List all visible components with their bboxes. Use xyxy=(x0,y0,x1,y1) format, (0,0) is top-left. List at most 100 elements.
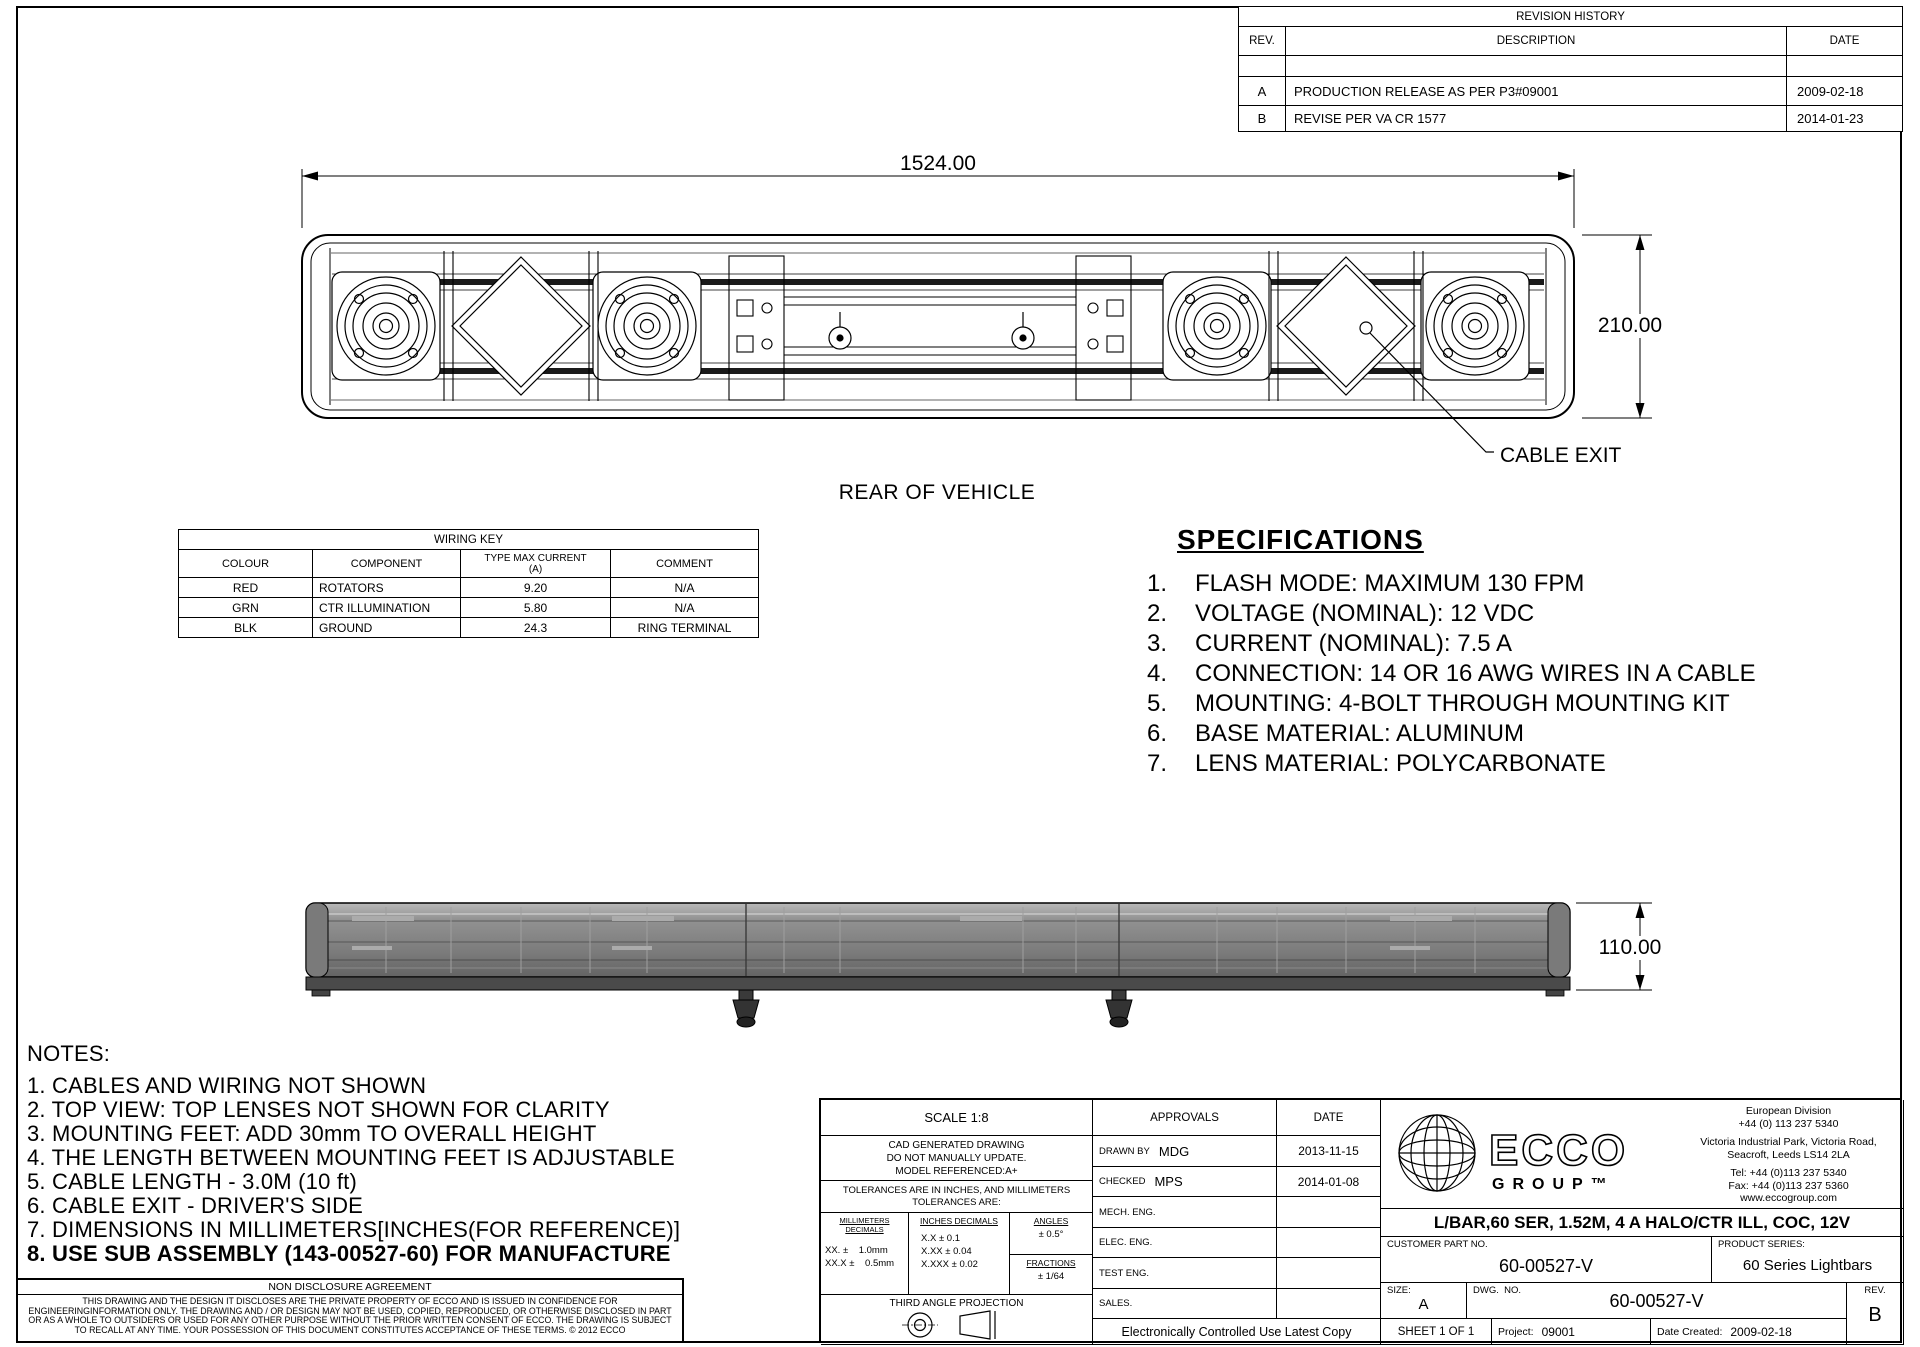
lightbar-side-view xyxy=(305,902,1652,1028)
projection-label: THIRD ANGLE PROJECTION xyxy=(889,1298,1024,1309)
wire-current: 24.3 xyxy=(460,617,611,638)
note-item: 7. DIMENSIONS IN MILLIMETERS[INCHES(FOR … xyxy=(27,1217,681,1242)
sheet-cell: SHEET 1 OF 1 xyxy=(1381,1319,1492,1345)
component-header: COMPONENT xyxy=(312,549,461,578)
mm-tolerance-cell: MILLIMETERS DECIMALS XX. ± 1.0mm XX.X ± … xyxy=(821,1213,909,1295)
inch-tolerance-value: X.XX ± 0.04 xyxy=(921,1246,972,1257)
size-value: A xyxy=(1418,1296,1429,1313)
inch-tolerance-value: X.XXX ± 0.02 xyxy=(921,1259,978,1270)
dimension-side-height-lines xyxy=(1576,902,1652,991)
nda-body: THIS DRAWING AND THE DESIGN IT DISCLOSES… xyxy=(28,1296,672,1335)
mounting-channels xyxy=(443,251,1424,401)
inch-tolerance-header: INCHES DECIMALS xyxy=(920,1216,998,1226)
approval-label: DRAWN BY xyxy=(1099,1145,1150,1157)
empty-cell xyxy=(1785,55,1904,77)
note-item: 6. CABLE EXIT - DRIVER'S SIDE xyxy=(27,1193,364,1218)
side-view-lens-marks xyxy=(352,916,1452,950)
revision-rev: A xyxy=(1238,76,1286,106)
contact-line: Seacroft, Leeds LS14 2LA xyxy=(1727,1148,1850,1161)
fractions-tolerance-cell: FRACTIONS ± 1/64 xyxy=(1010,1255,1093,1295)
notes-section: NOTES: 1. CABLES AND WIRING NOT SHOWN 2.… xyxy=(27,1042,707,1266)
revision-row: B REVISE PER VA CR 1577 2014-01-23 xyxy=(1238,105,1904,132)
title-block: SCALE 1:8 CAD GENERATED DRAWING DO NOT M… xyxy=(819,1098,1904,1345)
date-column-header: DATE xyxy=(1785,26,1904,56)
spec-item: 1.FLASH MODE: MAXIMUM 130 FPM xyxy=(1147,569,1807,599)
contact-line: Victoria Industrial Park, Victoria Road, xyxy=(1700,1136,1877,1148)
note-item: 3. MOUNTING FEET: ADD 30mm TO OVERALL HE… xyxy=(27,1121,597,1146)
rev-cell: REV. B xyxy=(1847,1283,1904,1345)
spec-text: BASE MATERIAL: ALUMINUM xyxy=(1195,720,1524,747)
revision-date: 2009-02-18 xyxy=(1785,76,1904,106)
mounting-foot-right xyxy=(1105,989,1133,1028)
cad-note-line: CAD GENERATED DRAWING xyxy=(888,1140,1025,1151)
note-item: 2. TOP VIEW: TOP LENSES NOT SHOWN FOR CL… xyxy=(27,1097,610,1122)
scale-value: SCALE 1:8 xyxy=(924,1110,989,1125)
angles-tolerance-cell: ANGLES ± 0.5° xyxy=(1010,1213,1093,1255)
wire-component: CTR ILLUMINATION xyxy=(312,597,461,618)
wiring-row: GRN CTR ILLUMINATION 5.80 N/A xyxy=(178,597,760,618)
controlled-copy-note: Electronically Controlled Use Latest Cop… xyxy=(1121,1324,1352,1339)
note-item: 1. CABLES AND WIRING NOT SHOWN xyxy=(27,1073,427,1098)
spec-number: 7. xyxy=(1147,750,1168,777)
approval-name: MPS xyxy=(1154,1174,1183,1189)
spec-item: 3.CURRENT (NOMINAL): 7.5 A xyxy=(1147,629,1807,659)
spec-number: 3. xyxy=(1147,630,1168,657)
revision-history-table: REVISION HISTORY REV. DESCRIPTION DATE A… xyxy=(1237,6,1904,132)
specifications-section: SPECIFICATIONS 1.FLASH MODE: MAXIMUM 130… xyxy=(1147,524,1807,779)
size-cell: SIZE: A xyxy=(1381,1283,1467,1319)
approval-date: 2013-11-15 xyxy=(1277,1136,1381,1167)
empty-cell xyxy=(1238,55,1286,77)
drawing-title: L/BAR,60 SER, 1.52M, 4 A HALO/CTR ILL, C… xyxy=(1433,1212,1851,1232)
dimension-side-height-value: 110.00 xyxy=(1584,936,1676,960)
contact-line: European Division xyxy=(1745,1105,1832,1117)
diamond-panel-2 xyxy=(1276,256,1416,396)
rev-column-header: REV. xyxy=(1238,26,1286,56)
dwg-no-value: 60-00527-V xyxy=(1609,1291,1704,1311)
rotator-1 xyxy=(331,271,441,381)
spec-text: VOLTAGE (NOMINAL): 12 VDC xyxy=(1195,600,1535,627)
date-created-label: Date Created: xyxy=(1657,1325,1723,1338)
contact-line: +44 (0) 113 237 5340 xyxy=(1738,1117,1839,1130)
product-series-cell: PRODUCT SERIES: 60 Series Lightbars xyxy=(1712,1237,1904,1283)
revision-description: REVISE PER VA CR 1577 xyxy=(1285,105,1787,132)
rotator-2 xyxy=(592,271,702,381)
approval-date-value: 2013-11-15 xyxy=(1298,1144,1359,1158)
rev-label: REV. xyxy=(1864,1285,1886,1296)
spec-item: 5.MOUNTING: 4-BOLT THROUGH MOUNTING KIT xyxy=(1147,689,1807,719)
approval-date-value: 2014-01-08 xyxy=(1297,1174,1360,1189)
spec-item: 4.CONNECTION: 14 OR 16 AWG WIRES IN A CA… xyxy=(1147,659,1807,689)
logo-text: ECCO xyxy=(1489,1126,1628,1175)
project-value: 09001 xyxy=(1541,1324,1575,1339)
angles-value: ± 0.5° xyxy=(1038,1229,1064,1240)
sheet-value: SHEET 1 OF 1 xyxy=(1397,1325,1475,1338)
mm-tolerance-header: MILLIMETERS DECIMALS xyxy=(839,1216,890,1234)
revision-row: A PRODUCTION RELEASE AS PER P3#09001 200… xyxy=(1238,76,1904,106)
sp ec-text: MOUNTING: 4-BOLT THROUGH MOUNTING KIT xyxy=(1195,690,1730,717)
wiring-row: BLK GROUND 24.3 RING TERMINAL xyxy=(178,617,760,638)
revision-history-title: REVISION HISTORY xyxy=(1237,6,1904,27)
approval-date xyxy=(1277,1258,1381,1289)
nda-title: NON DISCLOSURE AGREEMENT xyxy=(18,1280,682,1295)
description-column-header: DESCRIPTION xyxy=(1285,26,1787,56)
globe-icon xyxy=(1398,1114,1476,1192)
approval-date xyxy=(1277,1197,1381,1228)
spec-text: CONNECTION: 14 OR 16 AWG WIRES IN A CABL… xyxy=(1195,660,1756,687)
approval-label: TEST ENG. xyxy=(1099,1267,1149,1279)
controlled-copy-note-cell: Electronically Controlled Use Latest Cop… xyxy=(1093,1319,1381,1345)
rev-value: B xyxy=(1868,1304,1882,1326)
current-header-line1: TYPE MAX CURRENT xyxy=(484,552,587,564)
third-angle-projection-icon xyxy=(901,1310,996,1340)
spec-number: 2. xyxy=(1147,600,1168,627)
approval-date xyxy=(1277,1289,1381,1319)
angles-header: ANGLES xyxy=(1033,1216,1069,1226)
wire-colour: GRN xyxy=(178,597,313,618)
scale-cell: SCALE 1:8 xyxy=(821,1100,1093,1136)
approval-row-mech-eng: MECH. ENG. xyxy=(1093,1197,1277,1228)
note-item: 4. THE LENGTH BETWEEN MOUNTING FEET IS A… xyxy=(27,1145,675,1170)
approval-label: CHECKED xyxy=(1099,1176,1146,1187)
center-brackets xyxy=(728,255,1132,401)
fractions-value: ± 1/64 xyxy=(1037,1271,1065,1282)
logo-subtext: GROUP™ xyxy=(1492,1176,1615,1193)
approval-name: MDG xyxy=(1158,1143,1190,1159)
